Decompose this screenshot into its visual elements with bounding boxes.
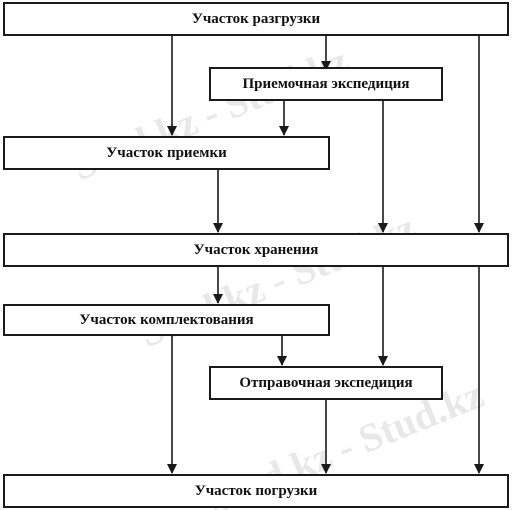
receiving-area-label: Участок приемки bbox=[106, 144, 227, 161]
receiving-area-block: Участок приемки bbox=[3, 136, 330, 170]
unloading-area-block: Участок разгрузки bbox=[3, 2, 509, 36]
storage-area-block: Участок хранения bbox=[3, 233, 509, 267]
shipping-expedition-label: Отправочная экспедиция bbox=[239, 374, 413, 391]
shipping-expedition-block: Отправочная экспедиция bbox=[209, 366, 443, 400]
picking-area-label: Участок комплектования bbox=[79, 311, 254, 328]
receiving-expedition-block: Приемочная экспедиция bbox=[209, 67, 443, 101]
picking-area-block: Участок комплектования bbox=[3, 304, 330, 336]
storage-area-label: Участок хранения bbox=[193, 241, 319, 258]
loading-area-label: Участок погрузки bbox=[194, 482, 318, 499]
receiving-expedition-label: Приемочная экспедиция bbox=[242, 75, 410, 92]
unloading-area-label: Участок разгрузки bbox=[191, 10, 321, 27]
loading-area-block: Участок погрузки bbox=[3, 474, 509, 508]
